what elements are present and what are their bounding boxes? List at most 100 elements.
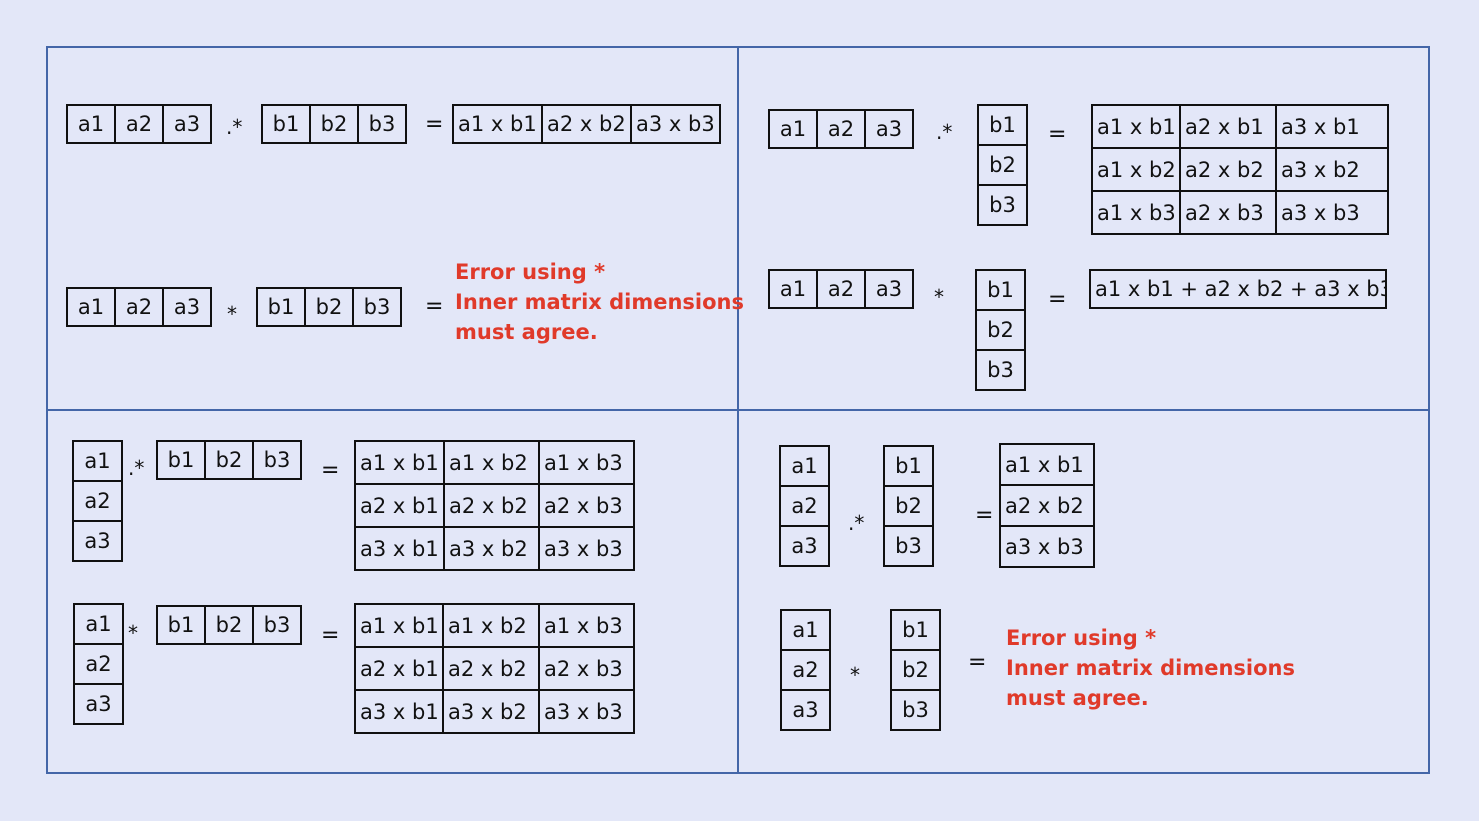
matrix-cell: a3 x b3: [540, 691, 635, 734]
matrix-cell: a3: [866, 271, 914, 309]
matrix-cell: a1 x b2: [445, 442, 540, 485]
matrix-cell: a1 x b2: [1093, 149, 1181, 192]
matrix-cell: a1: [781, 447, 830, 487]
column-vector-b: b1 b2 b3: [975, 269, 1026, 391]
matrix-cell: b1: [158, 607, 206, 645]
matrix-operator: *: [934, 285, 944, 309]
matrix-cell: a3 x b3: [1277, 192, 1389, 235]
matrix-cell: b2: [311, 106, 359, 144]
equals-sign: =: [1048, 122, 1067, 147]
row-vector-a: a1 a2 a3: [768, 269, 914, 309]
elementwise-operator: .*: [128, 456, 145, 480]
matrix-cell: b1: [977, 271, 1026, 311]
matrix-cell: a3 x b3: [540, 528, 635, 571]
equals-sign: =: [1048, 287, 1067, 312]
matrix-cell: a2 x b3: [1181, 192, 1277, 235]
matrix-cell: a1: [75, 605, 124, 645]
result-matrix: a1 x b1 a2 x b1 a3 x b1 a1 x b2 a2 x b2 …: [1091, 104, 1389, 235]
matrix-cell: a1 x b1: [356, 442, 445, 485]
equals-sign: =: [425, 294, 444, 319]
result-column-vector: a1 x b1 a2 x b2 a3 x b3: [999, 443, 1095, 568]
equals-sign: =: [968, 650, 987, 675]
matrix-cell: a1 x b1: [1093, 106, 1181, 149]
column-vector-a: a1 a2 a3: [73, 603, 124, 725]
matrix-cell: a2 x b3: [540, 485, 635, 528]
matrix-cell: b2: [979, 146, 1028, 186]
matrix-cell: a2: [116, 289, 164, 327]
error-line-1: Error using *: [455, 260, 606, 284]
row-vector-a: a1 a2 a3: [768, 109, 914, 149]
matrix-cell: b3: [979, 186, 1028, 226]
matrix-cell: a3: [164, 289, 212, 327]
matrix-cell: a1: [770, 111, 818, 149]
matrix-cell: a2 x b2: [1001, 486, 1095, 527]
matrix-cell: b2: [206, 442, 254, 480]
error-line-1: Error using *: [1006, 626, 1157, 650]
row-vector-b: b1 b2 b3: [256, 287, 402, 327]
equals-sign: =: [975, 503, 994, 528]
elementwise-operator: .*: [936, 120, 953, 144]
equals-sign: =: [425, 112, 444, 137]
matrix-cell: a1: [74, 442, 123, 482]
matrix-cell: a1 x b1: [454, 106, 543, 144]
column-vector-b: b1 b2 b3: [977, 104, 1028, 226]
matrix-cell: a3 x b3: [632, 106, 721, 144]
error-line-2: Inner matrix dimensions: [455, 290, 745, 314]
matrix-cell: b3: [254, 442, 302, 480]
matrix-cell: a1 x b1 + a2 x b2 + a3 x b3: [1091, 271, 1387, 309]
matrix-cell: a2: [818, 111, 866, 149]
matrix-cell: a2 x b2: [445, 485, 540, 528]
matrix-cell: a2: [74, 482, 123, 522]
matrix-cell: a1: [68, 289, 116, 327]
matrix-cell: a2 x b2: [543, 106, 632, 144]
matrix-cell: b3: [885, 527, 934, 567]
column-vector-a: a1 a2 a3: [780, 609, 831, 731]
matrix-cell: a1 x b3: [540, 605, 635, 648]
matrix-cell: a1: [770, 271, 818, 309]
row-vector-b: b1 b2 b3: [261, 104, 407, 144]
matrix-operator: *: [850, 663, 860, 687]
matrix-cell: b1: [158, 442, 206, 480]
error-line-3: must agree.: [455, 320, 598, 344]
matrix-cell: a3: [782, 691, 831, 731]
matrix-operator: *: [227, 302, 237, 326]
row-vector-a: a1 a2 a3: [66, 287, 212, 327]
matrix-cell: a1 x b3: [540, 442, 635, 485]
column-vector-a: a1 a2 a3: [779, 445, 830, 567]
matrix-cell: a1: [782, 611, 831, 651]
result-scalar: a1 x b1 + a2 x b2 + a3 x b3: [1089, 269, 1387, 309]
matrix-cell: a2 x b1: [356, 485, 445, 528]
matrix-cell: a2: [75, 645, 124, 685]
result-row-vector: a1 x b1 a2 x b2 a3 x b3: [452, 104, 721, 144]
error-line-2: Inner matrix dimensions: [1006, 656, 1296, 680]
matrix-cell: b3: [977, 351, 1026, 391]
matrix-cell: a2 x b2: [1181, 149, 1277, 192]
matrix-cell: a1 x b2: [444, 605, 540, 648]
error-message: Error using * Inner matrix dimensions mu…: [1006, 623, 1295, 713]
matrix-cell: b1: [892, 611, 941, 651]
error-line-3: must agree.: [1006, 686, 1149, 710]
matrix-cell: b2: [885, 487, 934, 527]
row-vector-a: a1 a2 a3: [66, 104, 212, 144]
matrix-cell: b1: [263, 106, 311, 144]
matrix-cell: a2: [818, 271, 866, 309]
matrix-cell: b2: [977, 311, 1026, 351]
matrix-cell: b3: [359, 106, 407, 144]
matrix-cell: a1 x b1: [1001, 445, 1095, 486]
matrix-cell: a3: [75, 685, 124, 725]
matrix-cell: b2: [306, 289, 354, 327]
matrix-cell: a3 x b3: [1001, 527, 1095, 568]
result-matrix: a1 x b1 a1 x b2 a1 x b3 a2 x b1 a2 x b2 …: [354, 603, 635, 734]
matrix-operator: *: [128, 621, 138, 645]
matrix-cell: a2 x b3: [540, 648, 635, 691]
matrix-cell: a3 x b2: [445, 528, 540, 571]
result-matrix: a1 x b1 a1 x b2 a1 x b3 a2 x b1 a2 x b2 …: [354, 440, 635, 571]
elementwise-operator: .*: [226, 115, 243, 139]
matrix-cell: a3 x b2: [1277, 149, 1389, 192]
panel-divider-horizontal: [46, 409, 1430, 411]
matrix-cell: b3: [892, 691, 941, 731]
row-vector-b: b1 b2 b3: [156, 605, 302, 645]
matrix-cell: b2: [206, 607, 254, 645]
matrix-cell: a1 x b3: [1093, 192, 1181, 235]
matrix-cell: b1: [258, 289, 306, 327]
